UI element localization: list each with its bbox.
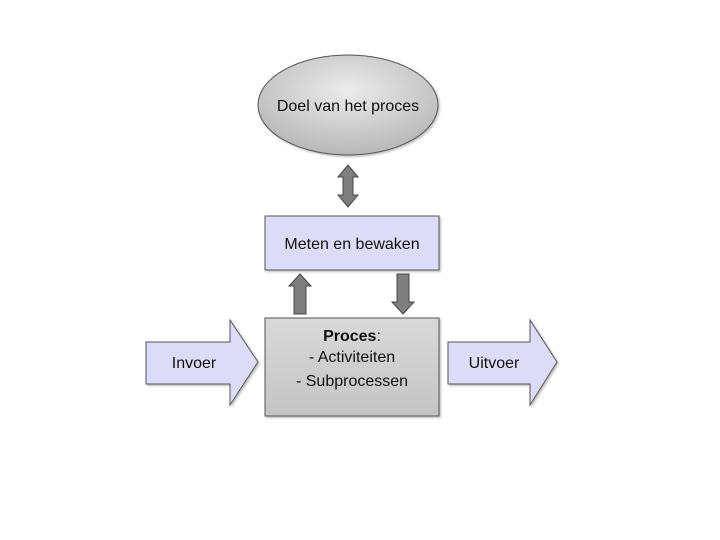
goal-label: Doel van het proces xyxy=(277,98,419,115)
process-box xyxy=(264,317,440,417)
process-title-line: Proces: xyxy=(323,328,381,345)
down-arrow-connector xyxy=(390,273,416,315)
monitor-label: Meten en bewaken xyxy=(284,236,419,253)
output-label: Uitvoer xyxy=(469,355,520,372)
process-line-activities: - Activiteiten xyxy=(309,349,395,366)
input-node: Invoer xyxy=(145,318,259,407)
up-arrow-connector xyxy=(287,273,313,315)
input-arrow xyxy=(145,318,259,407)
input-label: Invoer xyxy=(172,355,217,372)
process-node: Proces: - Activiteiten - Subprocessen xyxy=(264,317,440,417)
output-node: Uitvoer xyxy=(447,318,558,407)
process-title-suffix: : xyxy=(376,328,380,345)
process-line-subprocesses: - Subprocessen xyxy=(296,373,408,390)
monitor-node: Meten en bewaken xyxy=(264,215,440,271)
process-title: Proces xyxy=(323,328,376,345)
goal-node: Doel van het proces xyxy=(257,54,439,156)
double-arrow-connector xyxy=(336,164,360,208)
output-arrow xyxy=(447,318,558,407)
monitor-box xyxy=(264,215,440,271)
goal-ellipse xyxy=(257,54,439,156)
